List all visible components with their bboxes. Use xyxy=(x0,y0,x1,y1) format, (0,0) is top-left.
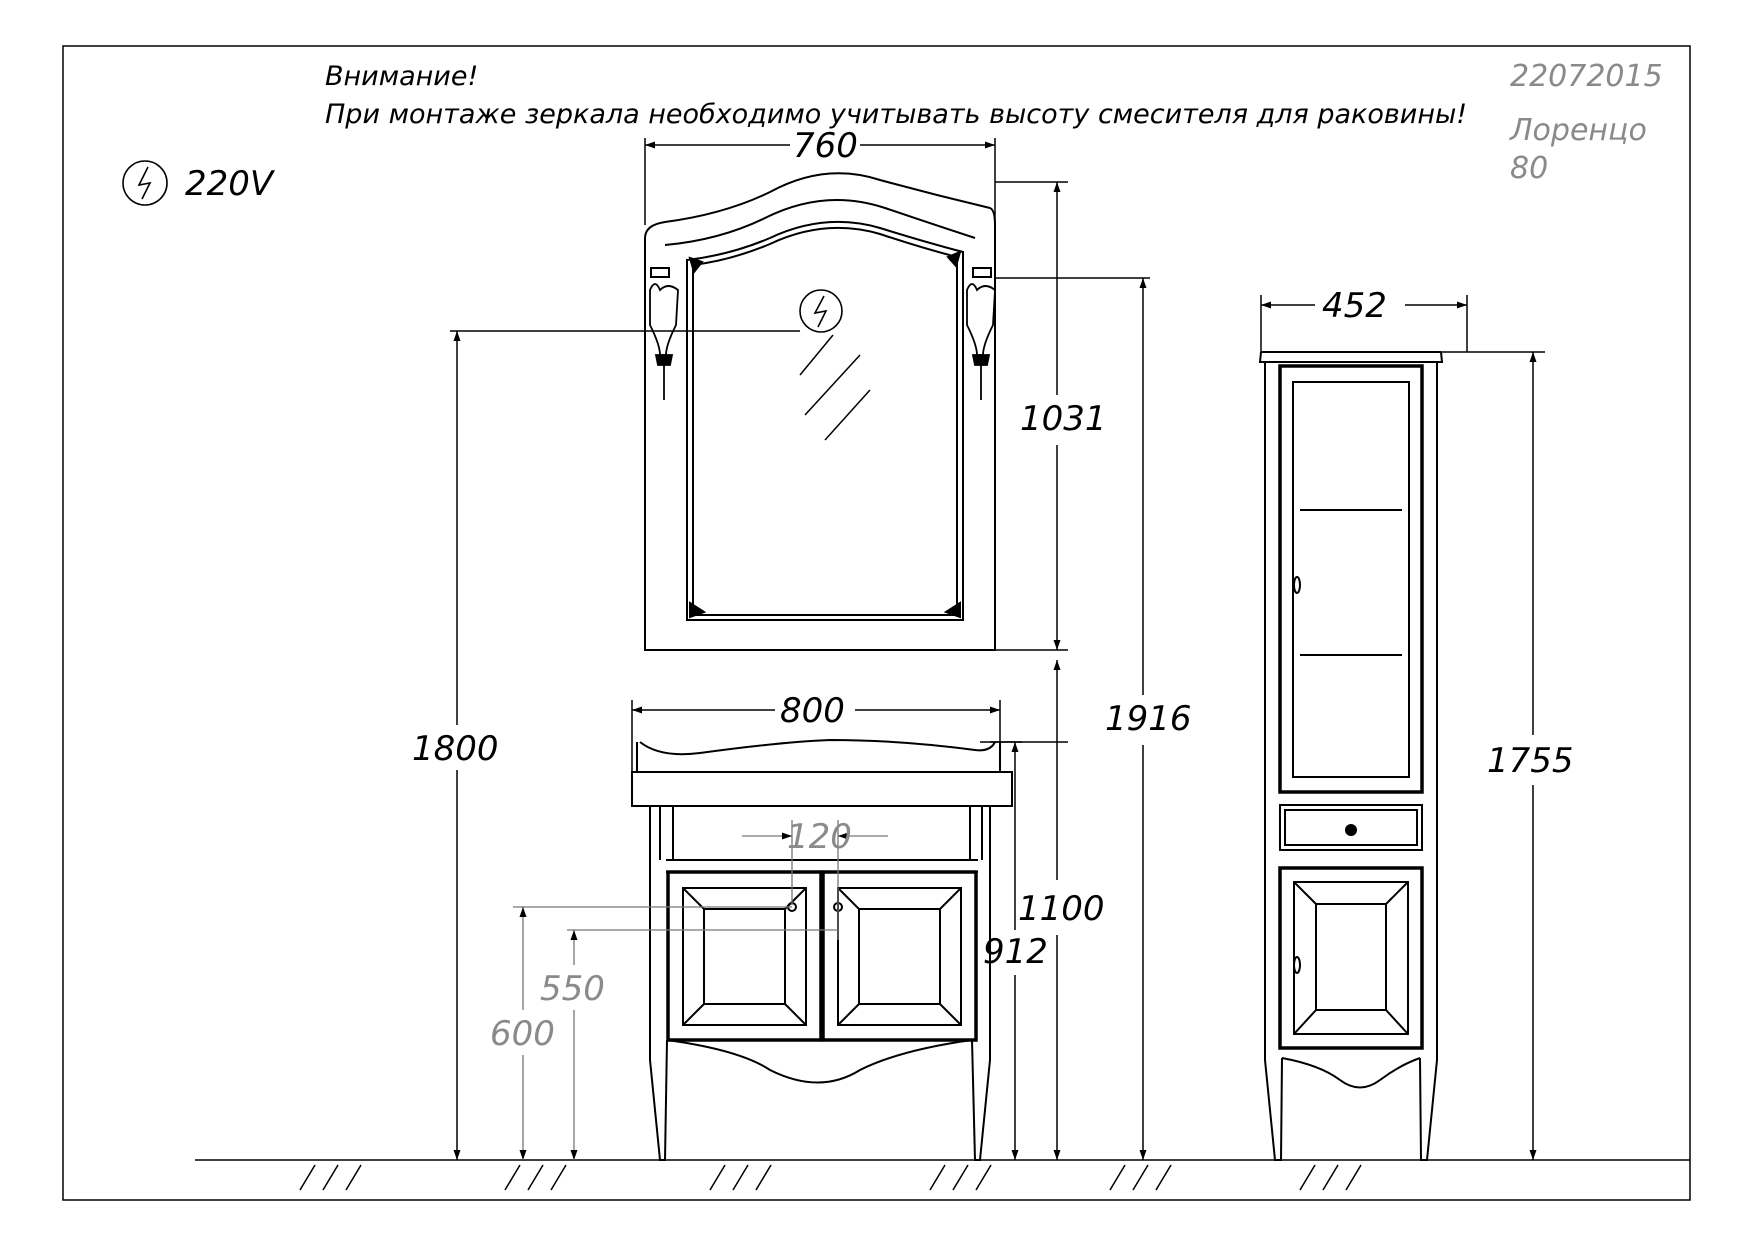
floor-hatch xyxy=(195,1159,1690,1191)
dim-mirror-top-height: 1916 xyxy=(1105,699,1192,739)
power-label: 220V xyxy=(185,164,276,204)
model-size: 80 xyxy=(1510,151,1548,186)
dim-drain-600: 600 xyxy=(490,1014,555,1054)
outlet-marker-icon xyxy=(799,289,843,333)
right-sconce xyxy=(966,283,996,400)
dimension-lines-grey xyxy=(513,820,888,1160)
model-name: Лоренцо xyxy=(1509,113,1647,148)
dim-mirror-width: 760 xyxy=(793,126,858,166)
dim-vanity-body-height: 912 xyxy=(983,932,1048,972)
dim-outlet-height: 1800 xyxy=(412,729,499,769)
power-outlet-icon xyxy=(122,160,168,206)
left-sconce xyxy=(649,283,679,400)
vanity-unit xyxy=(631,738,1013,1161)
mirror-glare-icon xyxy=(799,334,871,441)
dim-column-width: 452 xyxy=(1322,286,1387,326)
warning-title: Внимание! xyxy=(325,61,478,92)
drawing-frame xyxy=(62,45,1691,1201)
dim-mirror-height: 1031 xyxy=(1020,399,1107,439)
document-code: 22072015 xyxy=(1510,59,1663,94)
dim-tap-spacing: 120 xyxy=(787,817,852,857)
dim-drain-550: 550 xyxy=(540,969,605,1009)
warning-text: При монтаже зеркала необходимо учитывать… xyxy=(325,99,1467,130)
dim-vanity-width: 800 xyxy=(780,691,845,731)
dimension-lines xyxy=(450,138,1545,1160)
column-cabinet xyxy=(1258,351,1444,1161)
mirror xyxy=(644,172,996,651)
dim-column-height: 1755 xyxy=(1487,741,1574,781)
dim-vanity-height: 1100 xyxy=(1018,889,1105,929)
